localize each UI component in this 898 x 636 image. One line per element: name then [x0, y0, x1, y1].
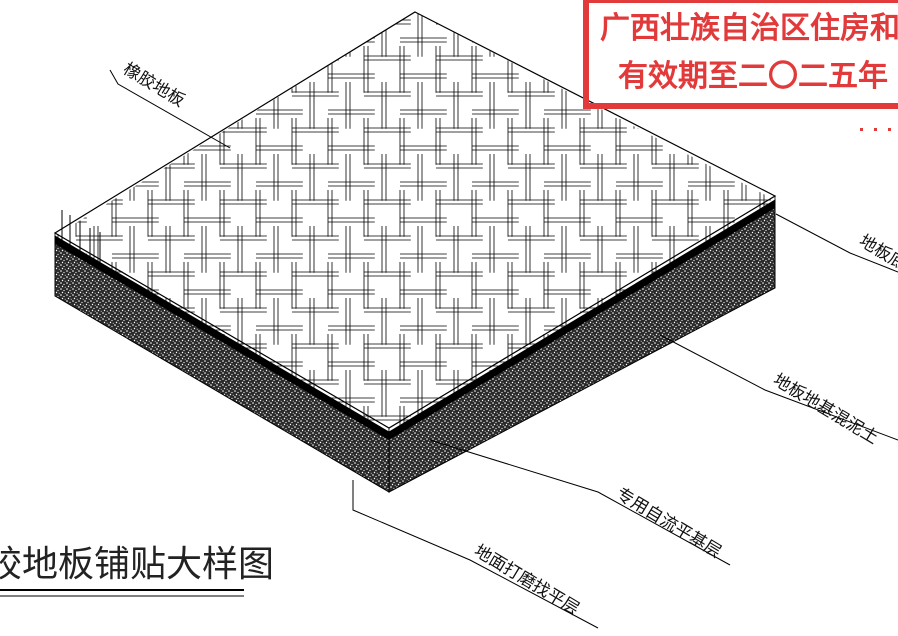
label-rubber-floor: 橡胶地板	[119, 59, 188, 111]
leader-ground-grind	[352, 480, 599, 629]
stamp-line-2: 有效期至二〇二五年	[618, 59, 888, 94]
leader-floor-edge	[775, 213, 898, 273]
leader-concrete	[659, 334, 898, 441]
edge-tick-marks	[61, 210, 101, 268]
leader-rubber-floor	[109, 69, 231, 149]
leader-lines	[109, 69, 898, 629]
black-layer-right	[389, 200, 775, 440]
label-ground-grind: 地面打磨找平层	[470, 541, 582, 619]
approval-stamp: 广西壮族自治区住房和 有效期至二〇二五年	[583, 0, 898, 131]
label-floor-edge: 地板底	[855, 231, 898, 274]
leader-self-leveling	[429, 439, 731, 566]
stamp-line-1: 广西壮族自治区住房和	[600, 11, 898, 46]
label-floor-concrete: 地板地基混泥土	[769, 370, 881, 448]
rubber-floor-top	[53, 11, 777, 429]
diagram-title: 胶地板铺贴大样图	[0, 544, 274, 585]
black-layer-left	[55, 236, 389, 440]
label-self-leveling: 专用自流平基层	[612, 484, 724, 562]
